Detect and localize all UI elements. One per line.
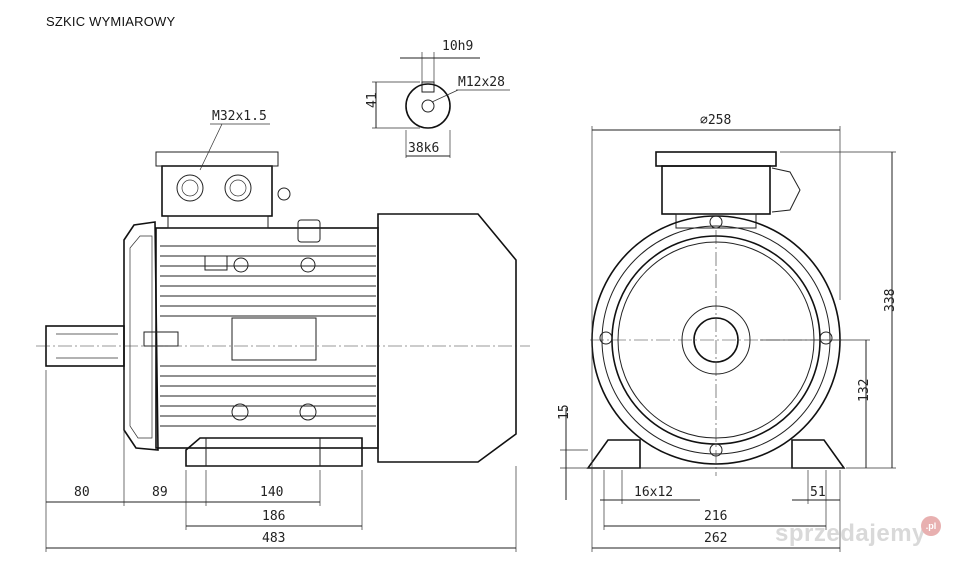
watermark-badge: .pl: [921, 516, 941, 536]
dim-shaft-length: 80: [74, 485, 90, 500]
cable-gland-2: [224, 174, 252, 202]
dim-cable-gland: M32x1.5: [212, 109, 267, 124]
dim-foot-spacing: 140: [260, 485, 283, 500]
terminal-box: [161, 165, 273, 217]
dim-shaft-height: 41: [365, 92, 380, 108]
dim-shaft-key: 10h9: [442, 39, 473, 54]
watermark: sprzedajemy: [775, 520, 926, 547]
front-terminal-box: [661, 165, 771, 215]
front-foot-right: [791, 439, 846, 469]
dim-foot-length: 186: [262, 509, 285, 524]
stator-body: [155, 227, 379, 449]
dim-flange-diameter: ⌀258: [700, 113, 731, 128]
front-end-shield: [123, 221, 159, 451]
shaft-key: [421, 81, 435, 93]
side-dimensions: [45, 370, 517, 552]
dim-shaft-center-height: 132: [857, 379, 872, 402]
cable-gland-1: [176, 174, 204, 202]
dim-foot-hole: 16x12: [634, 485, 673, 500]
side-foot: [185, 437, 363, 467]
front-foot-left: [586, 439, 641, 469]
shaft-end-circle: [405, 83, 451, 129]
side-view: [36, 151, 530, 467]
lifting-eye: [297, 219, 321, 243]
front-dimensions: [560, 126, 896, 552]
front-terminal-lid: [655, 151, 777, 167]
front-cable-gland: [771, 167, 801, 213]
dim-overall-height: 338: [883, 289, 898, 312]
dim-overall-length: 483: [262, 531, 285, 546]
dim-foot-height: 15: [557, 404, 572, 420]
shaft-detail: [372, 52, 510, 158]
fan-cover: [377, 213, 517, 463]
nameplate: [231, 317, 317, 361]
dim-shaft-to-foot: 89: [152, 485, 168, 500]
dim-shaft-diameter: 38k6: [408, 141, 439, 156]
dim-foot-width: 51: [810, 485, 826, 500]
drawing-title: SZKIC WYMIAROWY: [46, 14, 176, 29]
front-view: [586, 151, 846, 476]
dim-overall-width: 262: [704, 531, 727, 546]
cooling-fins: [160, 245, 376, 427]
dim-shaft-thread: M12x28: [458, 75, 505, 90]
dim-mount-width: 216: [704, 509, 727, 524]
